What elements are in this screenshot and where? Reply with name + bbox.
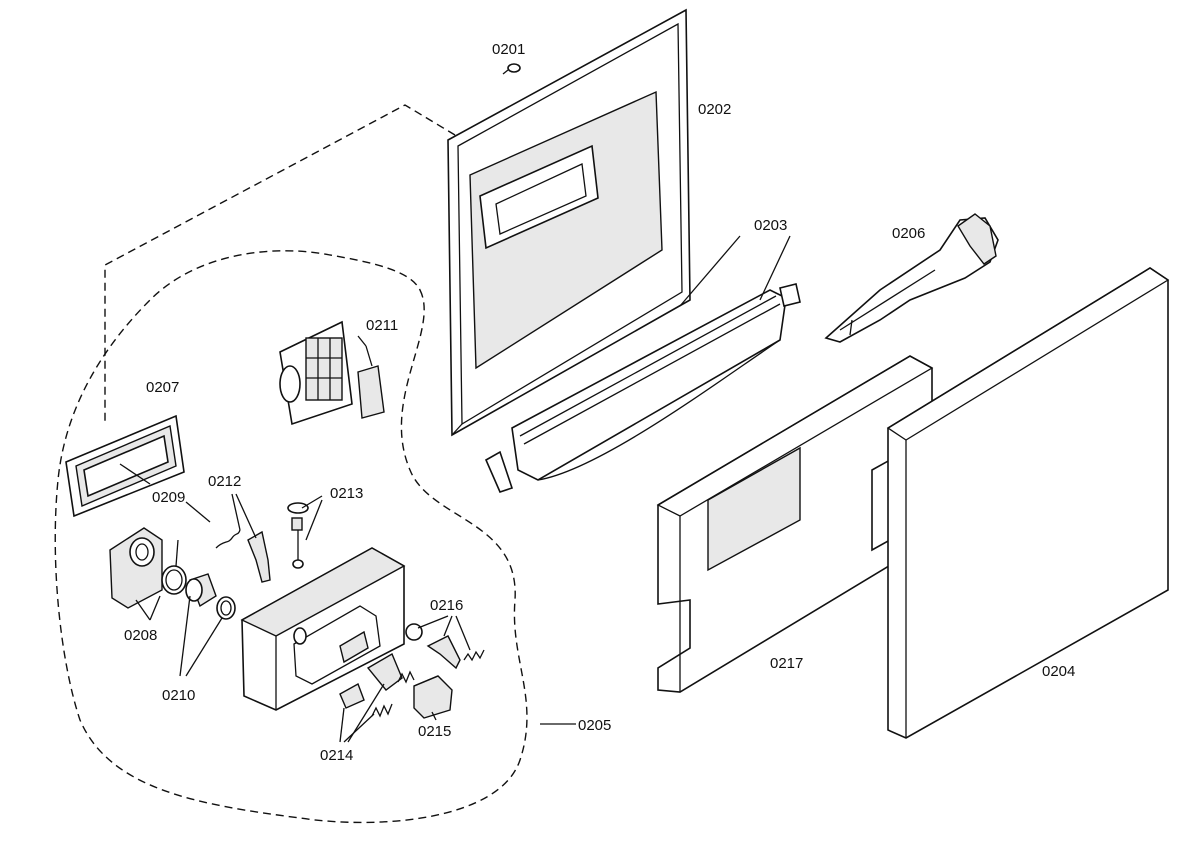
label-0208: 0208 bbox=[124, 627, 157, 644]
label-0204: 0204 bbox=[1042, 663, 1075, 680]
label-0205: 0205 bbox=[578, 717, 611, 734]
projection-line-upper bbox=[104, 104, 456, 425]
knob-0210 bbox=[185, 573, 236, 620]
inner-door-panel-0202 bbox=[447, 8, 691, 437]
label-0203: 0203 bbox=[754, 217, 787, 234]
dispenser-cover-0211 bbox=[279, 320, 385, 426]
gasket-frame-0207 bbox=[65, 414, 185, 518]
clips-0214 bbox=[339, 652, 415, 718]
label-0210: 0210 bbox=[162, 687, 195, 704]
label-0214: 0214 bbox=[320, 747, 353, 764]
front-panel-0204 bbox=[886, 267, 1170, 739]
leader-lines bbox=[119, 235, 791, 743]
hinge-bracket-0206 bbox=[824, 213, 999, 343]
label-0215: 0215 bbox=[418, 723, 451, 740]
label-0212: 0212 bbox=[208, 473, 241, 490]
label-0213: 0213 bbox=[330, 485, 363, 502]
label-0207: 0207 bbox=[146, 379, 179, 396]
outer-door-panel-0217 bbox=[656, 355, 934, 693]
bottom-trim-0203 bbox=[484, 283, 801, 493]
plunger-0213 bbox=[287, 502, 309, 569]
spring-lever-0212 bbox=[215, 529, 271, 583]
label-0209: 0209 bbox=[152, 489, 185, 506]
label-0206: 0206 bbox=[892, 225, 925, 242]
label-0216: 0216 bbox=[430, 597, 463, 614]
label-0202: 0202 bbox=[698, 101, 731, 118]
screw-0201 bbox=[502, 63, 521, 75]
label-0217: 0217 bbox=[770, 655, 803, 672]
dispenser-bracket-0208 bbox=[109, 527, 163, 609]
callout-labels: 0201 0202 0203 0204 0205 0206 0207 0208 … bbox=[124, 41, 1075, 764]
assembly-boundary-0205 bbox=[54, 250, 528, 824]
label-0201: 0201 bbox=[492, 41, 525, 58]
ring-0209 bbox=[161, 565, 187, 595]
dispenser-body bbox=[240, 547, 406, 711]
label-0211: 0211 bbox=[366, 317, 398, 334]
spring-parts-0216 bbox=[405, 623, 485, 670]
actuator-0215 bbox=[413, 675, 453, 719]
